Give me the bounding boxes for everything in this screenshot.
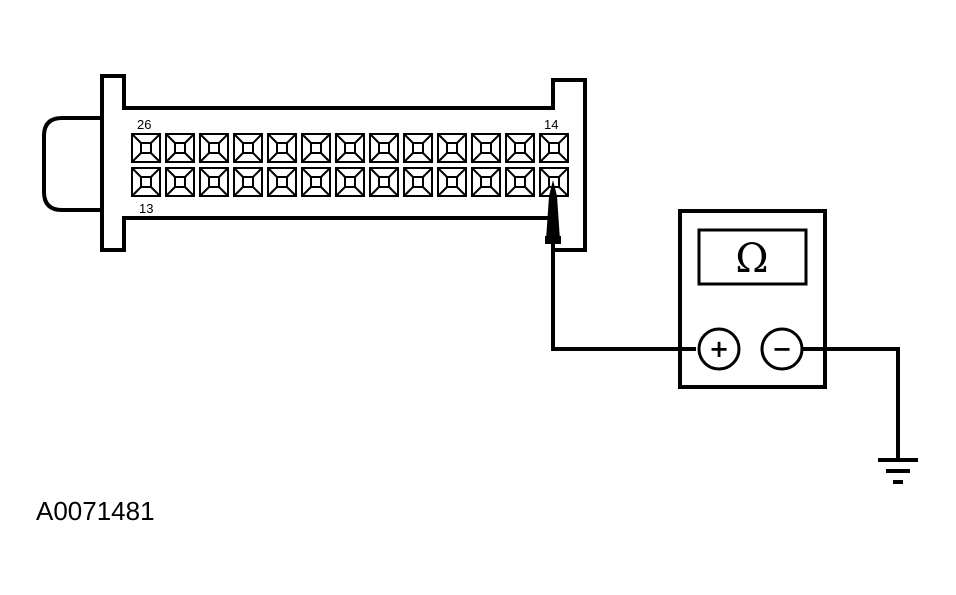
ground-icon [878, 458, 918, 484]
pin-label-bottom-left: 13 [139, 201, 153, 216]
ohm-symbol: Ω [735, 236, 768, 282]
negative-test-lead [802, 347, 900, 460]
pin-cavity [335, 167, 365, 197]
pin-cavity [369, 167, 399, 197]
pin-cavity [539, 133, 569, 163]
pin-cavity [471, 133, 501, 163]
positive-jack-label: + [709, 335, 729, 363]
pin-cavity [403, 133, 433, 163]
pin-cavity [301, 133, 331, 163]
pin-cavity [335, 133, 365, 163]
test-probe [545, 180, 561, 244]
connector [42, 74, 587, 252]
pin-cavity [471, 167, 501, 197]
pin-cavity [301, 167, 331, 197]
positive-test-lead [551, 244, 696, 351]
pin-cavity-grid [131, 133, 569, 197]
pin-cavity [267, 133, 297, 163]
pin-cavity [505, 133, 535, 163]
meter-body [678, 209, 827, 389]
pin-cavity [437, 167, 467, 197]
pin-cavity [199, 167, 229, 197]
connector-body-outline [100, 74, 587, 252]
positive-jack [697, 327, 741, 371]
pin-cavity [165, 133, 195, 163]
pin-cavity [403, 167, 433, 197]
pin-cavity [233, 133, 263, 163]
negative-jack-label: − [772, 335, 792, 363]
probe-handle [545, 236, 561, 244]
pin-cavity [199, 133, 229, 163]
pin-cavity [437, 133, 467, 163]
pin-cavity [131, 167, 161, 197]
pin-cavity [233, 167, 263, 197]
probe-tip [546, 180, 560, 240]
pin-cavity [131, 133, 161, 163]
connector-latch [42, 116, 102, 212]
pin-cavity [267, 167, 297, 197]
ohmmeter: Ω + − [678, 209, 827, 389]
meter-display [697, 228, 808, 286]
pin-cavity [369, 133, 399, 163]
pin-label-top-right: 14 [544, 117, 558, 132]
pin-label-top-left: 26 [137, 117, 151, 132]
figure-reference-code: A0071481 [36, 496, 155, 526]
pin-cavity [165, 167, 195, 197]
pin-cavity [505, 167, 535, 197]
